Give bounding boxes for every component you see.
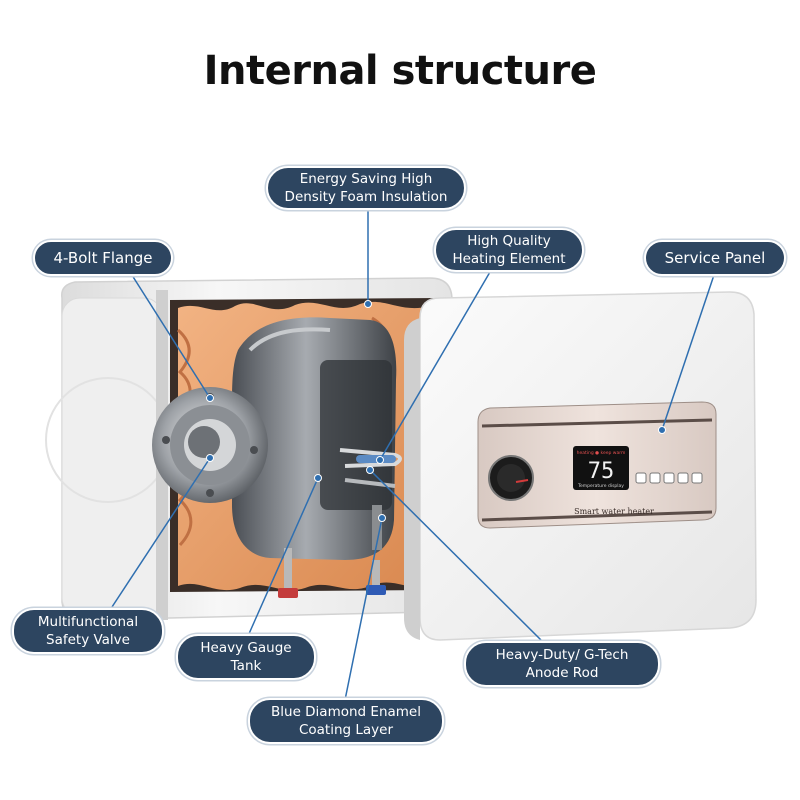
leader-tank: [247, 477, 319, 637]
callout-service-panel: Service Panel: [644, 240, 786, 276]
callout-foam-insulation: Energy Saving High Density Foam Insulati…: [266, 166, 466, 210]
callout-tank: Heavy Gauge Tank: [176, 634, 316, 680]
heating-element: [339, 448, 402, 488]
panel-button-5: [691, 472, 703, 484]
panel-button-4: [677, 472, 689, 484]
leader-enamel-coating: [344, 517, 383, 701]
tank-body: [232, 317, 397, 560]
callout-safety-valve: Multifunctional Safety Valve: [12, 608, 164, 654]
display-caption: Temperature display: [577, 483, 624, 489]
callout-enamel-coating: Blue Diamond Enamel Coating Layer: [248, 698, 444, 744]
page-title: Internal structure: [203, 48, 597, 94]
water-pipes: [278, 548, 386, 598]
panel-button-2: [649, 472, 661, 484]
anode-rod: [372, 505, 382, 550]
display-indicators: heating ● keep warm: [577, 450, 626, 456]
flange: [152, 387, 268, 503]
leader-flange: [129, 271, 211, 399]
temperature-readout: 75: [588, 459, 615, 484]
panel-button-3: [663, 472, 675, 484]
leader-service-panel: [661, 271, 716, 431]
leader-heating-element: [379, 271, 491, 461]
control-panel: 75 heating ● keep warm Temperature displ…: [477, 401, 717, 529]
leader-safety-valve: [109, 457, 211, 611]
leader-anode-rod: [369, 469, 546, 645]
panel-button-1: [635, 472, 647, 484]
callout-flange: 4-Bolt Flange: [33, 240, 173, 276]
callout-heating-element: High Quality Heating Element: [434, 228, 584, 272]
callout-anode-rod: Heavy-Duty/ G-Tech Anode Rod: [464, 641, 660, 687]
panel-caption: Smart water heater: [574, 507, 654, 516]
leader-lines: [109, 208, 716, 701]
